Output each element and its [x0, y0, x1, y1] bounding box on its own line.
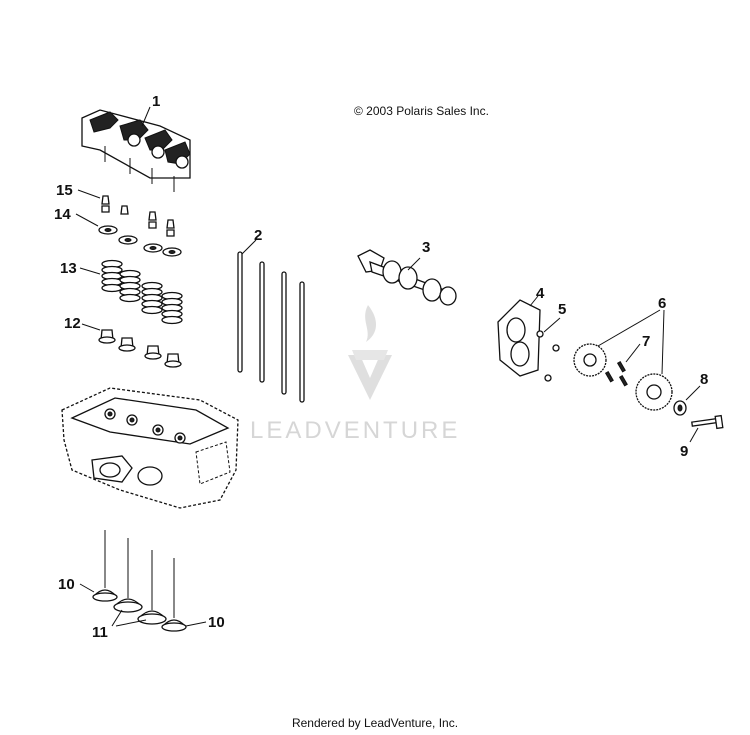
push-rods	[237, 239, 305, 403]
valve-stem-seals	[81, 323, 182, 368]
callout-1: 1	[152, 93, 160, 110]
leadventure-watermark-text: LEADVENTURE	[250, 417, 460, 444]
callout-6: 6	[658, 295, 666, 312]
dowel-pins	[604, 343, 641, 387]
valve-springs	[79, 259, 183, 325]
valves	[79, 530, 207, 632]
footer-credit: Rendered by LeadVenture, Inc.	[291, 716, 459, 730]
callout-4: 4	[536, 285, 545, 302]
callout-2: 2	[254, 227, 262, 244]
bolt	[689, 414, 724, 443]
callout-3: 3	[422, 239, 430, 256]
callout-9: 9	[680, 443, 688, 460]
valve-keepers	[77, 189, 175, 237]
callout-13: 13	[60, 260, 77, 277]
rocker-arm-assembly	[81, 106, 191, 192]
callout-7: 7	[642, 333, 650, 350]
callout-8: 8	[700, 371, 708, 388]
callout-10-left: 10	[58, 576, 75, 593]
callout-10-right: 10	[208, 614, 225, 631]
callout-5: 5	[558, 301, 566, 318]
washer	[673, 385, 701, 416]
callout-11: 11	[92, 624, 108, 641]
spring-retainers	[75, 213, 182, 257]
leadventure-watermark-logo	[348, 305, 392, 400]
cam-gears	[573, 309, 673, 411]
callout-15: 15	[56, 182, 73, 199]
callout-14: 14	[54, 206, 71, 223]
cylinder-head	[61, 387, 239, 509]
callout-12: 12	[64, 315, 81, 332]
camshaft	[357, 249, 457, 306]
copyright-notice: © 2003 Polaris Sales Inc.	[354, 104, 489, 118]
cam-cover-gasket	[497, 295, 541, 377]
screws	[536, 317, 561, 382]
